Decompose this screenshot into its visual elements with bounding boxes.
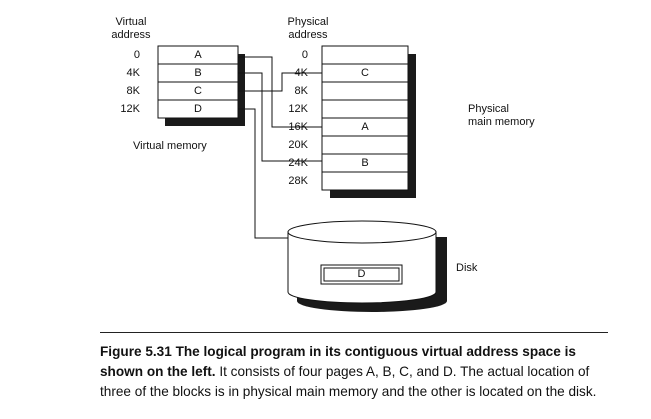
physical-label-line1: Physical <box>468 103 509 115</box>
virtual-page-b: B <box>194 67 202 79</box>
virtual-address-4k: 4K <box>126 67 140 79</box>
disk-block-d: D <box>357 268 366 280</box>
physical-frame-4: A <box>361 121 369 133</box>
physical-address-28k: 28K <box>288 175 308 187</box>
physical-address-12k: 12K <box>288 103 308 115</box>
physical-main-memory-label: Physical main memory <box>468 103 535 129</box>
virtual-page-c: C <box>194 85 202 97</box>
virtual-address-8k: 8K <box>126 85 140 97</box>
map-line-a <box>238 56 322 128</box>
physical-address-16k: 16K <box>288 121 308 133</box>
map-line-b <box>238 72 322 162</box>
map-line-c <box>238 72 322 92</box>
virtual-memory-label: Virtual memory <box>133 140 207 152</box>
map-line-d <box>238 108 288 239</box>
caption-text: It consists of four pages A, B, C, and D… <box>100 364 597 399</box>
virtual-address-heading: Virtual address <box>108 16 154 42</box>
physical-address-0: 0 <box>301 49 308 61</box>
virtual-page-a: A <box>194 49 202 61</box>
physical-heading-line2: address <box>288 29 328 41</box>
caption-figure-number: Figure 5.31 <box>100 344 172 359</box>
physical-address-heading: Physical address <box>280 16 336 42</box>
disk-label: Disk <box>456 262 478 274</box>
caption-bold-text: The logical program in its contiguous vi… <box>100 344 576 379</box>
virtual-heading-line2: address <box>111 29 151 41</box>
physical-address-4k: 4K <box>294 67 308 79</box>
virtual-page-d: D <box>194 103 202 115</box>
address-mapping-diagram <box>157 45 447 312</box>
caption-rule <box>100 332 608 333</box>
virtual-address-12k: 12K <box>120 103 140 115</box>
physical-address-8k: 8K <box>294 85 308 97</box>
physical-address-24k: 24K <box>288 157 308 169</box>
disk-top <box>287 220 437 244</box>
physical-frame-6: B <box>361 157 369 169</box>
virtual-heading-line1: Virtual <box>115 16 147 28</box>
physical-label-line2: main memory <box>468 116 535 128</box>
physical-frame-1: C <box>361 67 369 79</box>
figure-caption: Figure 5.31 The logical program in its c… <box>100 342 615 402</box>
physical-address-20k: 20K <box>288 139 308 151</box>
physical-heading-line1: Physical <box>287 16 329 28</box>
disk-block-inner <box>323 267 400 282</box>
virtual-address-0: 0 <box>133 49 140 61</box>
